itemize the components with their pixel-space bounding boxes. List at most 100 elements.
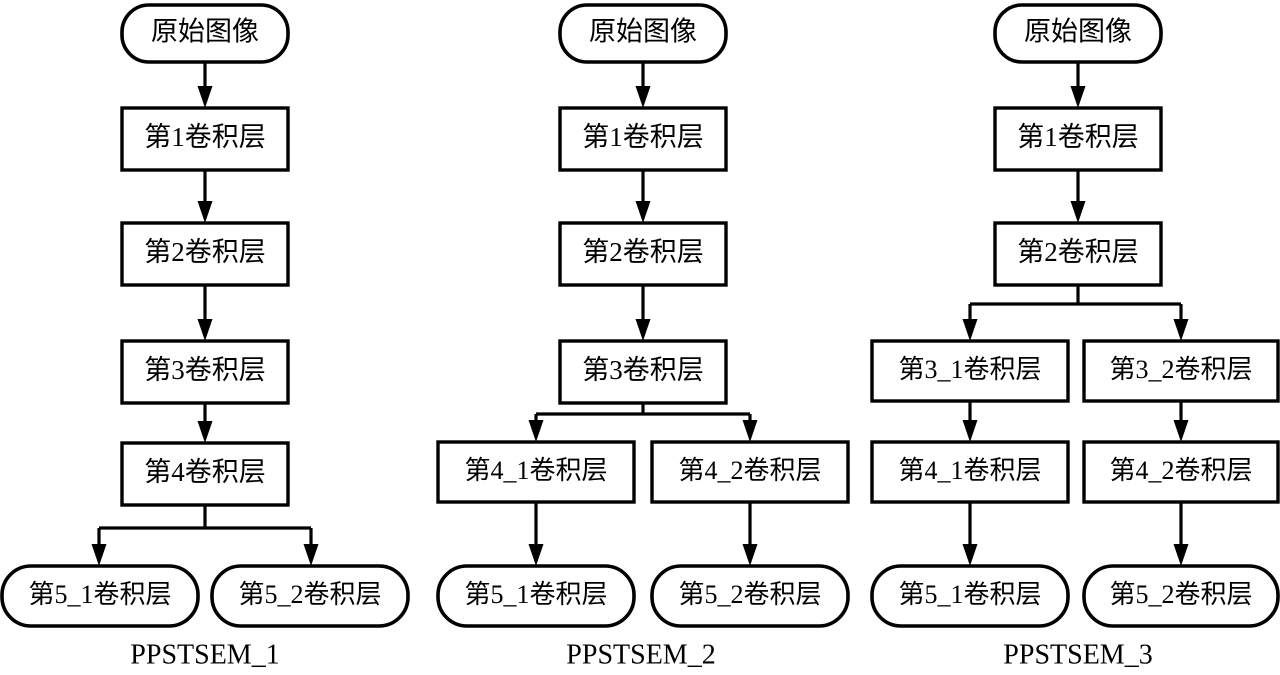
- arrow-head-icon: [1070, 201, 1086, 223]
- arrow-head-icon: [742, 420, 758, 442]
- arrow-head-icon: [635, 86, 651, 108]
- node-label: 第2卷积层: [1017, 237, 1139, 267]
- node-c2-conv1[interactable]: 第1卷积层: [558, 106, 728, 172]
- node-c1-conv2[interactable]: 第2卷积层: [120, 221, 290, 287]
- node-c2-conv2[interactable]: 第2卷积层: [558, 221, 728, 287]
- edge-c3-e4: [962, 401, 978, 442]
- node-rounded-shape[interactable]: [558, 3, 728, 64]
- edge-c3-e7: [1173, 502, 1189, 566]
- node-label: 第4_1卷积层: [898, 456, 1041, 485]
- node-label: 第1卷积层: [1017, 122, 1139, 152]
- node-rect-shape[interactable]: [120, 106, 290, 172]
- arrow-head-icon: [635, 201, 651, 223]
- node-c1-conv3[interactable]: 第3卷积层: [120, 339, 290, 405]
- node-rect-shape[interactable]: [870, 440, 1070, 504]
- node-rect-shape[interactable]: [558, 106, 728, 172]
- node-label: 第1卷积层: [582, 122, 704, 152]
- node-c1-conv4[interactable]: 第4卷积层: [120, 441, 290, 507]
- arrow-head-icon: [1173, 544, 1189, 566]
- node-rect-shape[interactable]: [436, 440, 636, 504]
- node-rounded-shape[interactable]: [436, 564, 636, 628]
- node-label: 第5_2卷积层: [238, 580, 381, 609]
- node-label: 第5_1卷积层: [464, 580, 607, 609]
- node-label: 第4_1卷积层: [464, 456, 607, 485]
- node-label: 第4_2卷积层: [1109, 456, 1252, 485]
- edge-c3-e1: [1070, 62, 1086, 108]
- edge-c3-e3: [962, 285, 1189, 341]
- node-c1-input[interactable]: 原始图像: [120, 3, 290, 64]
- edge-c2-e4: [528, 403, 758, 442]
- node-rounded-shape[interactable]: [210, 564, 410, 628]
- node-c1-conv5_2[interactable]: 第5_2卷积层: [210, 564, 410, 628]
- edge-c2-e6: [742, 502, 758, 566]
- arrow-head-icon: [1173, 420, 1189, 442]
- node-c3-conv5_2[interactable]: 第5_2卷积层: [1082, 564, 1280, 628]
- edge-c3-e2: [1070, 170, 1086, 223]
- node-c2-conv3[interactable]: 第3卷积层: [558, 339, 728, 405]
- node-rect-shape[interactable]: [1082, 339, 1280, 403]
- node-label: 第5_2卷积层: [678, 580, 821, 609]
- arrow-head-icon: [1173, 319, 1189, 341]
- node-rect-shape[interactable]: [993, 106, 1163, 172]
- arrow-head-icon: [962, 420, 978, 442]
- node-c3-conv4_1[interactable]: 第4_1卷积层: [870, 440, 1070, 504]
- node-label: 第5_1卷积层: [28, 580, 171, 609]
- edge-c1-e1: [197, 62, 213, 108]
- node-rounded-shape[interactable]: [650, 564, 850, 628]
- arrow-head-icon: [635, 319, 651, 341]
- arrow-head-icon: [962, 319, 978, 341]
- node-rounded-shape[interactable]: [0, 564, 200, 628]
- arrow-head-icon: [528, 544, 544, 566]
- node-c1-conv5_1[interactable]: 第5_1卷积层: [0, 564, 200, 628]
- node-c3-input[interactable]: 原始图像: [993, 3, 1163, 64]
- node-c1-conv1[interactable]: 第1卷积层: [120, 106, 290, 172]
- node-label: 第5_2卷积层: [1109, 580, 1252, 609]
- node-label: 第2卷积层: [144, 237, 266, 267]
- arrow-head-icon: [197, 319, 213, 341]
- node-rect-shape[interactable]: [650, 440, 850, 504]
- column-caption-ppstsem-1: PPSTSEM_1: [130, 639, 279, 670]
- edge-c1-e5: [91, 505, 319, 566]
- node-c3-conv4_2[interactable]: 第4_2卷积层: [1082, 440, 1280, 504]
- node-label: 原始图像: [589, 17, 697, 47]
- node-c3-conv1[interactable]: 第1卷积层: [993, 106, 1163, 172]
- node-c2-conv4_1[interactable]: 第4_1卷积层: [436, 440, 636, 504]
- node-rounded-shape[interactable]: [1082, 564, 1280, 628]
- node-c3-conv2[interactable]: 第2卷积层: [993, 221, 1163, 287]
- node-label: 原始图像: [151, 17, 259, 47]
- node-c3-conv3_2[interactable]: 第3_2卷积层: [1082, 339, 1280, 403]
- edge-c1-e3: [197, 285, 213, 341]
- node-label: 第3_2卷积层: [1109, 355, 1252, 384]
- node-label: 第1卷积层: [144, 122, 266, 152]
- node-rounded-shape[interactable]: [993, 3, 1163, 64]
- edge-c3-e5: [1173, 401, 1189, 442]
- arrow-head-icon: [91, 544, 107, 566]
- node-label: 第2卷积层: [582, 237, 704, 267]
- node-c3-conv5_1[interactable]: 第5_1卷积层: [870, 564, 1070, 628]
- edge-c2-e3: [635, 285, 651, 341]
- node-c2-input[interactable]: 原始图像: [558, 3, 728, 64]
- arrow-head-icon: [197, 201, 213, 223]
- node-rect-shape[interactable]: [120, 339, 290, 405]
- node-c2-conv5_2[interactable]: 第5_2卷积层: [650, 564, 850, 628]
- arrow-head-icon: [962, 544, 978, 566]
- node-label: 第3_1卷积层: [898, 355, 1041, 384]
- node-rect-shape[interactable]: [120, 441, 290, 507]
- node-c2-conv5_1[interactable]: 第5_1卷积层: [436, 564, 636, 628]
- node-rect-shape[interactable]: [558, 339, 728, 405]
- node-rect-shape[interactable]: [120, 221, 290, 287]
- node-rounded-shape[interactable]: [870, 564, 1070, 628]
- node-rect-shape[interactable]: [993, 221, 1163, 287]
- node-rect-shape[interactable]: [870, 339, 1070, 403]
- arrow-head-icon: [197, 86, 213, 108]
- node-c3-conv3_1[interactable]: 第3_1卷积层: [870, 339, 1070, 403]
- node-rect-shape[interactable]: [1082, 440, 1280, 504]
- node-rounded-shape[interactable]: [120, 3, 290, 64]
- node-c2-conv4_2[interactable]: 第4_2卷积层: [650, 440, 850, 504]
- node-rect-shape[interactable]: [558, 221, 728, 287]
- edge-c2-e2: [635, 170, 651, 223]
